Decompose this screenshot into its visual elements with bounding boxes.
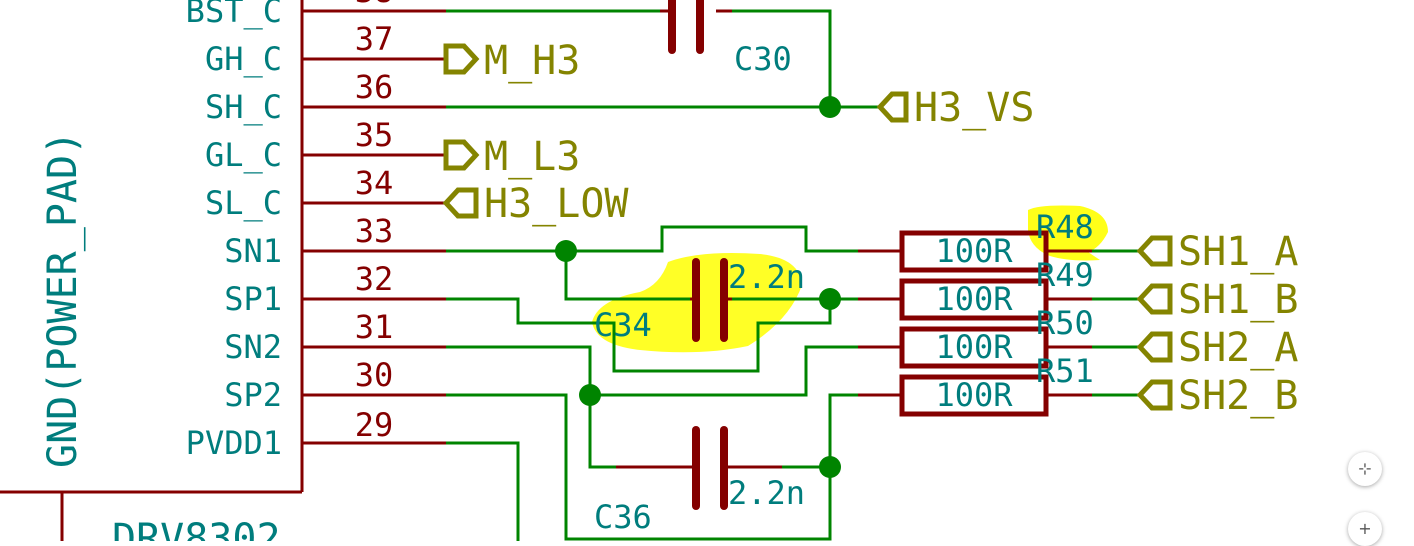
- net-label-sh1-b: SH1_B: [1178, 277, 1298, 323]
- ic-body: [0, 0, 304, 541]
- pin-name-sp2: SP2: [224, 376, 282, 414]
- net-label-h3-vs: H3_VS: [914, 85, 1034, 131]
- ic-part-name: DRV8302: [112, 516, 281, 541]
- pin-number-37: 37: [355, 20, 394, 58]
- capacitor-c34: [692, 258, 728, 342]
- net-label-m-l3: M_L3: [484, 134, 580, 180]
- net-labels: M_H3 H3_VS M_L3 H3_LOW SH1_A SH1_B SH2_A…: [484, 38, 1298, 419]
- junction-dot: [579, 384, 601, 406]
- ref-c34: C34: [594, 306, 652, 344]
- value-c36: 2.2n: [728, 474, 805, 512]
- fit-screen-icon: ⊹: [1358, 459, 1372, 478]
- net-flag-sh1-b: [1136, 283, 1173, 315]
- zoom-in-button[interactable]: +: [1348, 512, 1382, 546]
- resistor-r48: [899, 230, 1049, 273]
- junction-dot: [819, 288, 841, 310]
- resistor-r49: [899, 278, 1049, 321]
- value-r49: 100R: [935, 280, 1013, 318]
- zoom-in-icon: +: [1358, 519, 1372, 538]
- pin-number-36: 36: [355, 68, 394, 106]
- net-label-m-h3: M_H3: [484, 38, 580, 84]
- ref-r48: R48: [1036, 208, 1094, 246]
- pin-stubs: [302, 9, 446, 445]
- ic-pin-numbers: 38 37 36 35 34 33 32 31 30 29: [355, 0, 394, 444]
- ref-c36: C36: [594, 498, 652, 536]
- resistor-leads: [616, 9, 1092, 469]
- value-c34: 2.2n: [728, 258, 805, 296]
- net-flags: [442, 43, 1173, 411]
- pin-name-sl-c: SL_C: [205, 184, 282, 222]
- net-flag-sh1-a: [1136, 235, 1173, 267]
- ref-r50: R50: [1036, 304, 1094, 342]
- pin-number-38: 38: [355, 0, 394, 10]
- component-labels: C30 C34 2.2n C36 2.2n R48 R49 R50 R51 10…: [594, 40, 1094, 536]
- pin-number-33: 33: [355, 212, 394, 250]
- ic-pin-names: BST_C GH_C SH_C GL_C SL_C SN1 SP1 SN2 SP…: [186, 0, 282, 462]
- junction-dot: [819, 96, 841, 118]
- pin-number-34: 34: [355, 164, 394, 202]
- net-label-h3-low: H3_LOW: [484, 181, 629, 227]
- ref-r51: R51: [1036, 352, 1094, 390]
- net-flag-m-h3: [443, 43, 480, 75]
- pin-name-sp1: SP1: [224, 280, 282, 318]
- pin-name-sn1: SN1: [224, 232, 282, 270]
- value-r48: 100R: [935, 232, 1013, 270]
- capacitor-c36: [692, 426, 728, 510]
- pin-name-sn2: SN2: [224, 328, 282, 366]
- resistor-r50: [899, 326, 1049, 369]
- net-flag-h3-low: [442, 187, 479, 219]
- net-label-sh2-b: SH2_B: [1178, 373, 1298, 419]
- ref-r49: R49: [1036, 256, 1094, 294]
- junctions: [555, 96, 841, 478]
- junction-dot: [555, 240, 577, 262]
- ref-c30: C30: [734, 40, 792, 78]
- net-label-sh1-a: SH1_A: [1178, 229, 1298, 275]
- value-r51: 100R: [935, 376, 1013, 414]
- pin-name-bst-c: BST_C: [186, 0, 282, 30]
- net-flag-m-l3: [443, 139, 480, 171]
- pin-number-30: 30: [355, 356, 394, 394]
- ic-pad-label: GND(POWER_PAD): [40, 131, 86, 468]
- net-label-sh2-a: SH2_A: [1178, 325, 1298, 371]
- resistors: [899, 230, 1049, 417]
- pin-number-35: 35: [355, 116, 394, 154]
- net-flag-sh2-b: [1136, 379, 1173, 411]
- net-flag-h3-vs: [876, 91, 909, 123]
- value-r50: 100R: [935, 328, 1013, 366]
- fit-screen-button[interactable]: ⊹: [1348, 452, 1382, 486]
- pin-name-gh-c: GH_C: [205, 40, 282, 78]
- wires: [446, 9, 1140, 541]
- resistor-r51: [899, 374, 1049, 417]
- junction-dot: [819, 456, 841, 478]
- pin-name-pvdd1: PVDD1: [186, 424, 282, 462]
- pin-number-29: 29: [355, 406, 394, 444]
- net-flag-sh2-a: [1136, 331, 1173, 363]
- capacitor-c30: [668, 0, 704, 54]
- pin-number-32: 32: [355, 260, 394, 298]
- pin-name-sh-c: SH_C: [205, 88, 282, 126]
- pin-number-31: 31: [355, 308, 394, 346]
- pin-name-gl-c: GL_C: [205, 136, 282, 174]
